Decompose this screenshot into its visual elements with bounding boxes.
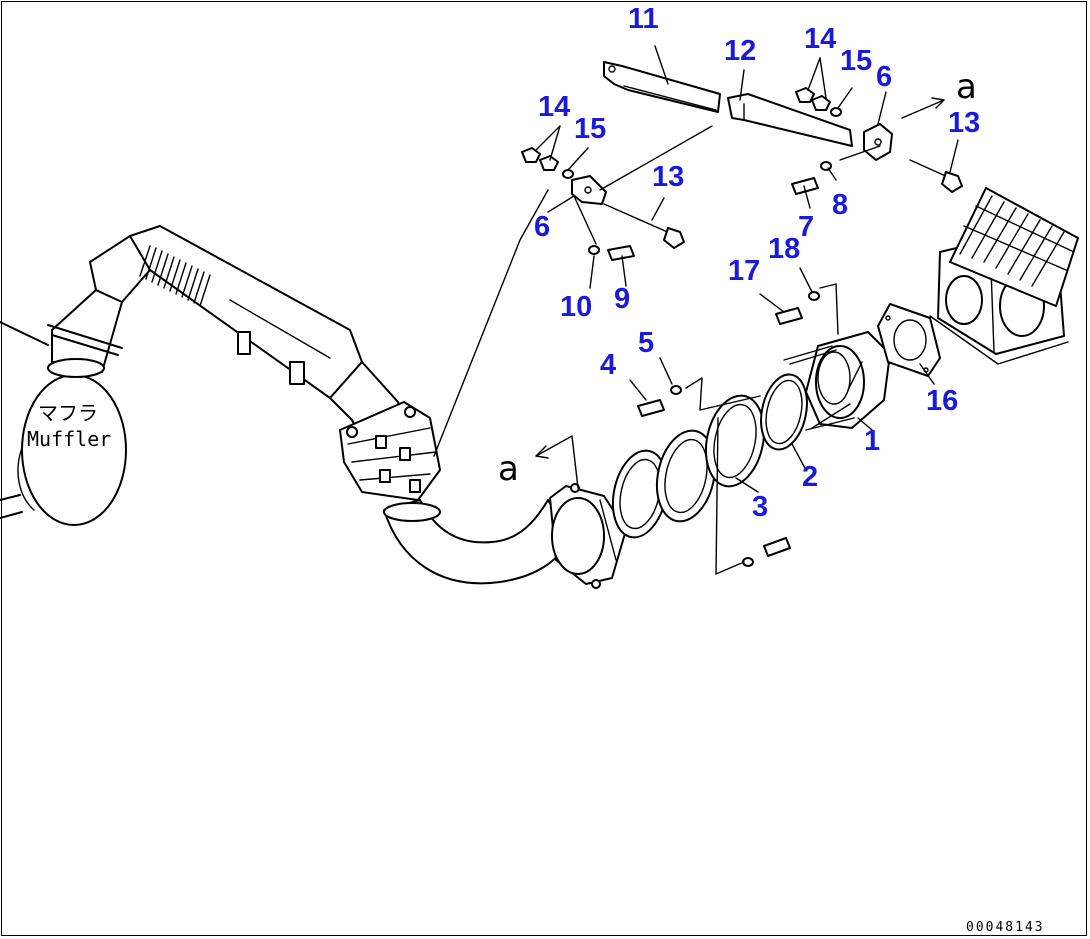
stay-12 xyxy=(727,93,853,147)
outlet-flange xyxy=(549,483,627,589)
callout-9: 9 xyxy=(614,283,630,315)
outlet-housing xyxy=(929,187,1079,365)
muffler-label-en: Muffler xyxy=(27,427,111,451)
ref-arrow-top xyxy=(931,97,945,109)
callout-15-right: 15 xyxy=(840,45,872,77)
exhaust-pipe xyxy=(47,225,627,589)
corrugated-section xyxy=(139,245,211,307)
fasteners xyxy=(521,87,963,567)
ref-letter-a-top: a xyxy=(956,67,977,107)
callout-6-left: 6 xyxy=(534,211,550,243)
callout-1: 1 xyxy=(864,425,880,457)
pipe-clamp xyxy=(339,401,441,501)
callout-8: 8 xyxy=(832,189,848,221)
stay-11 xyxy=(603,61,721,113)
muffler-label-jp: マフラ xyxy=(38,401,98,425)
callouts: 11 12 14 15 6 13 14 15 13 6 8 7 18 17 10… xyxy=(534,3,980,523)
callout-15-left: 15 xyxy=(574,113,606,145)
callout-13-right: 13 xyxy=(948,107,980,139)
callout-3: 3 xyxy=(752,491,768,523)
callout-16: 16 xyxy=(926,385,958,417)
adapter-flange xyxy=(789,331,891,429)
bracket-6-right xyxy=(863,123,893,161)
callout-7: 7 xyxy=(798,211,814,243)
callout-10: 10 xyxy=(560,291,592,323)
leader-lines xyxy=(433,45,959,575)
gaskets xyxy=(611,373,808,539)
ref-letter-a-left: a xyxy=(498,449,519,489)
callout-13-left: 13 xyxy=(652,161,684,193)
callout-17: 17 xyxy=(728,255,760,287)
callout-11: 11 xyxy=(628,3,659,35)
callout-14-right: 14 xyxy=(804,23,836,55)
callout-2: 2 xyxy=(802,461,818,493)
callout-12: 12 xyxy=(724,35,756,67)
callout-14-left: 14 xyxy=(538,91,570,123)
bracket-6-left xyxy=(571,175,607,205)
callout-4: 4 xyxy=(600,349,616,381)
callout-6-right: 6 xyxy=(876,61,892,93)
callout-5: 5 xyxy=(638,327,654,359)
drawing-code: 00048143 xyxy=(966,920,1045,935)
ref-arrow-left xyxy=(535,445,549,459)
callout-18: 18 xyxy=(768,233,800,265)
